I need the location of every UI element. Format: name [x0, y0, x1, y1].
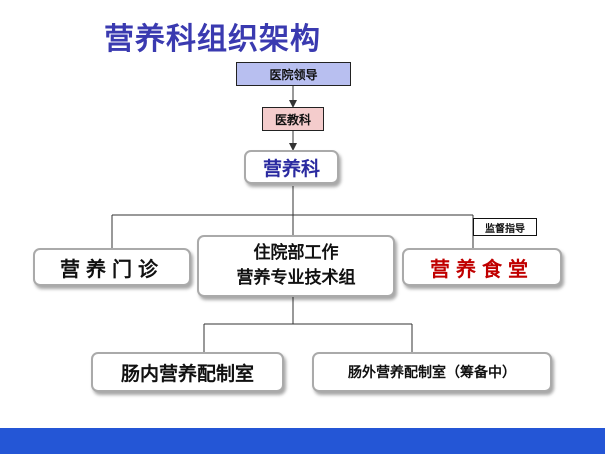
- node-canteen: 营养食堂: [402, 248, 562, 286]
- node-inpatient-group: 住院部工作 营养专业技术组: [197, 235, 395, 297]
- inpatient-line-2: 营养专业技术组: [236, 268, 356, 288]
- node-medical-education: 医教科: [262, 107, 324, 131]
- node-outpatient: 营养门诊: [33, 248, 191, 286]
- label-supervision: 监督指导: [473, 218, 537, 236]
- node-hospital-leadership: 医院领导: [236, 62, 351, 86]
- node-nutrition-dept: 营养科: [244, 150, 339, 184]
- node-parenteral-room: 肠外营养配制室（筹备中）: [312, 352, 552, 392]
- footer-bar: [0, 428, 605, 454]
- page-title: 营养科组织架构: [104, 22, 321, 57]
- inpatient-line-1: 住院部工作: [253, 243, 339, 263]
- node-enteral-room: 肠内营养配制室: [91, 352, 284, 392]
